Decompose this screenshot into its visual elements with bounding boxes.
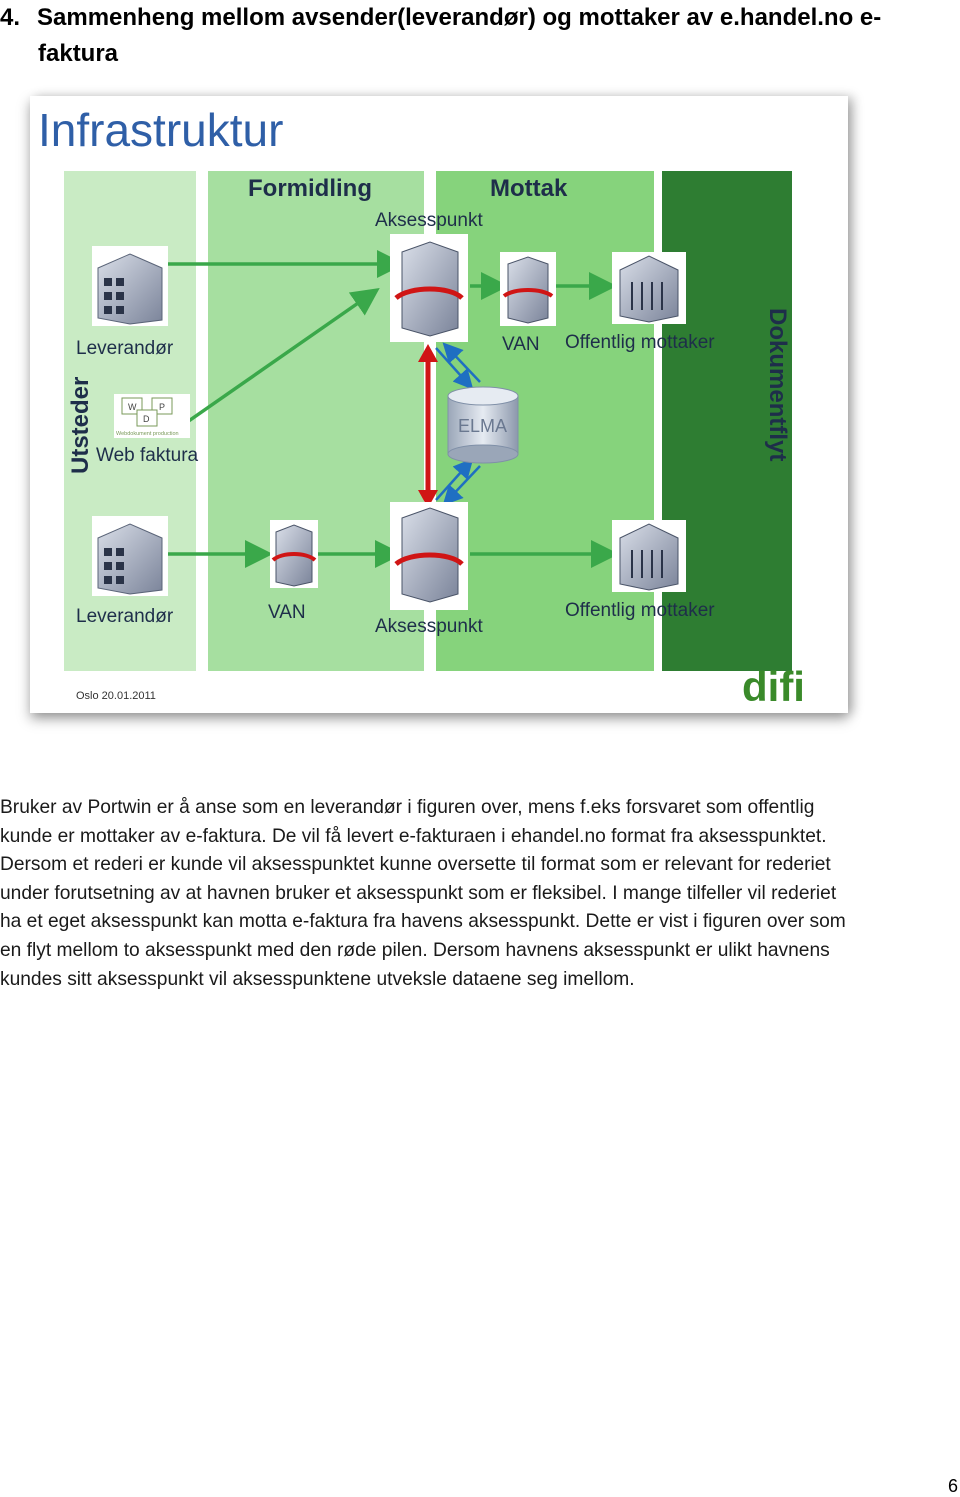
label-leverandor-top: Leverandør	[76, 338, 174, 359]
svg-text:Webdokument production: Webdokument production	[116, 431, 179, 437]
column-mottak: Mottak	[490, 175, 568, 202]
label-web-faktura: Web faktura	[96, 445, 199, 466]
server-icon	[390, 234, 468, 342]
server-icon	[270, 520, 318, 588]
database-icon	[447, 386, 519, 464]
label-aksesspunkt-bottom: Aksesspunkt	[375, 616, 483, 637]
server-icon	[390, 502, 468, 610]
column-utsteder: Utsteder	[67, 377, 94, 474]
page-number: 6	[947, 1476, 958, 1496]
label-offentlig-mottaker-bottom: Offentlig mottaker	[565, 600, 715, 621]
svg-text:D: D	[143, 414, 150, 424]
infrastructure-diagram: Infrastruktur Formidling Mottak Utsteder…	[38, 104, 805, 710]
section-title-line2: faktura	[38, 40, 119, 67]
body-line: en flyt mellom to aksesspunkt med den rø…	[0, 939, 830, 961]
svg-text:W: W	[128, 402, 137, 412]
building-icon	[92, 516, 168, 596]
label-leverandor-bottom: Leverandør	[76, 606, 174, 627]
section-number: 4.	[0, 4, 21, 31]
server-icon	[500, 252, 556, 326]
body-line: Bruker av Portwin er å anse som en lever…	[0, 797, 815, 818]
government-building-icon	[612, 252, 686, 324]
elma-label: ELMA	[458, 416, 507, 436]
difi-logo: difi	[742, 663, 805, 710]
body-line: kunde er mottaker av e-faktura. De vil f…	[0, 825, 827, 847]
body-line: kundes sitt aksesspunkt vil aksesspunkte…	[0, 968, 635, 990]
body-line: ha et eget aksesspunkt kan motta e-faktu…	[0, 911, 846, 933]
label-aksesspunkt-top: Aksesspunkt	[375, 210, 483, 231]
webfaktura-logo: W P D Webdokument production	[114, 394, 190, 438]
column-dokumentflyt: Dokumentflyt	[764, 308, 791, 461]
body-line: Dersom et rederi er kunde vil aksesspunk…	[0, 854, 831, 876]
body-paragraph: Bruker av Portwin er å anse som en lever…	[0, 794, 950, 994]
body-line: under forutsetning av at havnen bruker e…	[0, 882, 837, 904]
infrastructure-figure: Infrastruktur Formidling Mottak Utsteder…	[30, 96, 848, 713]
government-building-icon	[612, 520, 686, 592]
section-heading: 4. Sammenheng mellom avsender(leverandør)…	[0, 0, 958, 72]
figure-date: Oslo 20.01.2011	[76, 690, 156, 702]
svg-text:P: P	[159, 402, 165, 412]
label-van-top: VAN	[502, 334, 540, 355]
column-formidling: Formidling	[248, 175, 372, 202]
label-offentlig-mottaker-top: Offentlig mottaker	[565, 332, 715, 353]
building-icon	[92, 246, 168, 326]
section-title-line1: Sammenheng mellom avsender(leverandør) o…	[37, 4, 882, 31]
label-van-bottom: VAN	[268, 602, 306, 623]
figure-title: Infrastruktur	[38, 104, 283, 156]
